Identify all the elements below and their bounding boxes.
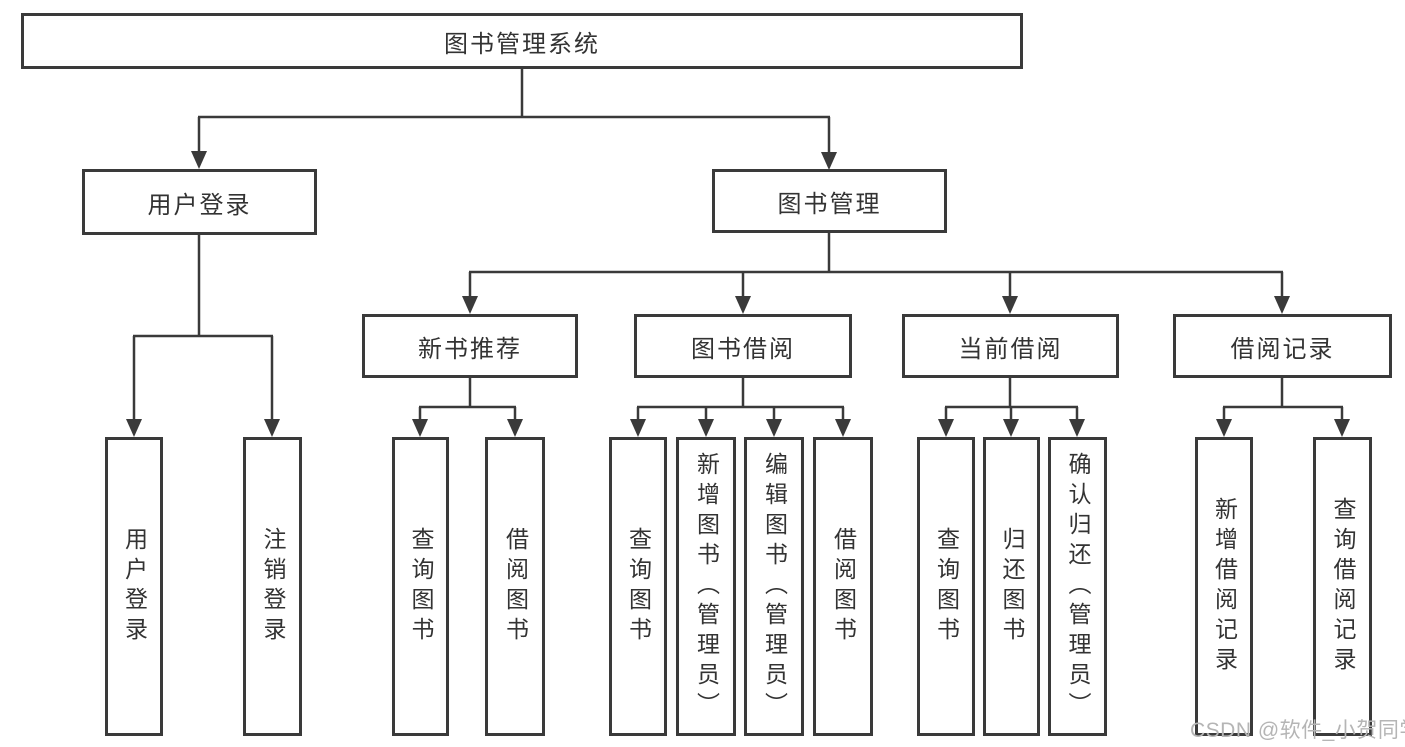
arrowhead-down-icon xyxy=(835,419,851,437)
node-label: 新书推荐 xyxy=(418,335,522,363)
leaf-label: 用户登录 xyxy=(121,526,148,647)
arrowhead-down-icon xyxy=(1274,296,1290,314)
leaf-label: 新增借阅记录 xyxy=(1211,496,1238,677)
arrowhead-down-icon xyxy=(766,419,782,437)
node-book-borrowing: 图书借阅 xyxy=(634,314,852,378)
arrowhead-down-icon xyxy=(1216,419,1232,437)
leaf-confirm-return-admin: 确认归还（管理员） xyxy=(1048,437,1107,736)
leaf-label: 归还图书 xyxy=(999,526,1025,647)
node-borrowing-records: 借阅记录 xyxy=(1173,314,1392,378)
leaf-borrow-books-borrowing: 借阅图书 xyxy=(813,437,873,736)
node-label: 图书借阅 xyxy=(691,335,795,363)
arrowhead-down-icon xyxy=(126,419,142,437)
leaf-label: 确认归还（管理员） xyxy=(1065,451,1091,722)
arrowhead-down-icon xyxy=(191,151,207,169)
leaf-label: 查询图书 xyxy=(933,526,960,647)
csdn-watermark: CSDN @软件_小贺同学 xyxy=(1190,719,1405,742)
node-current-borrowing: 当前借阅 xyxy=(902,314,1119,378)
arrowhead-down-icon xyxy=(507,419,523,437)
leaf-borrow-books-recommendation: 借阅图书 xyxy=(485,437,545,736)
node-user-login: 用户登录 xyxy=(82,169,317,235)
node-label: 当前借阅 xyxy=(958,335,1063,363)
node-book-management: 图书管理 xyxy=(712,169,947,233)
leaf-label: 新增图书（管理员） xyxy=(693,451,720,722)
arrowhead-down-icon xyxy=(1003,419,1019,437)
leaf-label: 查询图书 xyxy=(625,526,652,647)
node-label: 图书管理系统 xyxy=(444,30,600,58)
arrowhead-down-icon xyxy=(1002,296,1018,314)
leaf-label: 编辑图书（管理员） xyxy=(761,451,788,722)
leaf-label: 借阅图书 xyxy=(502,526,529,647)
arrowhead-down-icon xyxy=(1069,419,1085,437)
arrowhead-down-icon xyxy=(462,296,478,314)
leaf-search-books-borrowing: 查询图书 xyxy=(609,437,667,736)
arrowhead-down-icon xyxy=(264,419,280,437)
node-library-management-system: 图书管理系统 xyxy=(21,13,1023,69)
leaf-search-books-current: 查询图书 xyxy=(917,437,975,736)
arrowhead-down-icon xyxy=(412,419,428,437)
leaf-add-book-admin: 新增图书（管理员） xyxy=(676,437,736,736)
arrowhead-down-icon xyxy=(735,296,751,314)
node-label: 用户登录 xyxy=(147,191,252,219)
leaf-return-book: 归还图书 xyxy=(983,437,1040,736)
node-new-book-recommendation: 新书推荐 xyxy=(362,314,578,378)
node-label: 借阅记录 xyxy=(1230,335,1335,363)
leaf-search-books-recommendation: 查询图书 xyxy=(392,437,449,736)
leaf-add-borrow-record: 新增借阅记录 xyxy=(1195,437,1253,736)
leaf-label: 查询借阅记录 xyxy=(1330,496,1356,677)
arrowhead-down-icon xyxy=(821,152,837,170)
leaf-search-borrow-record: 查询借阅记录 xyxy=(1313,437,1372,736)
leaf-label: 注销登录 xyxy=(260,526,286,647)
leaf-logout: 注销登录 xyxy=(243,437,302,736)
arrowhead-down-icon xyxy=(1334,419,1350,437)
leaf-edit-book-admin: 编辑图书（管理员） xyxy=(744,437,804,736)
leaf-label: 借阅图书 xyxy=(830,526,857,647)
arrowhead-down-icon xyxy=(938,419,954,437)
leaf-user-login: 用户登录 xyxy=(105,437,163,736)
arrowhead-down-icon xyxy=(698,419,714,437)
arrowhead-down-icon xyxy=(630,419,646,437)
leaf-label: 查询图书 xyxy=(408,526,434,647)
node-label: 图书管理 xyxy=(777,190,882,218)
